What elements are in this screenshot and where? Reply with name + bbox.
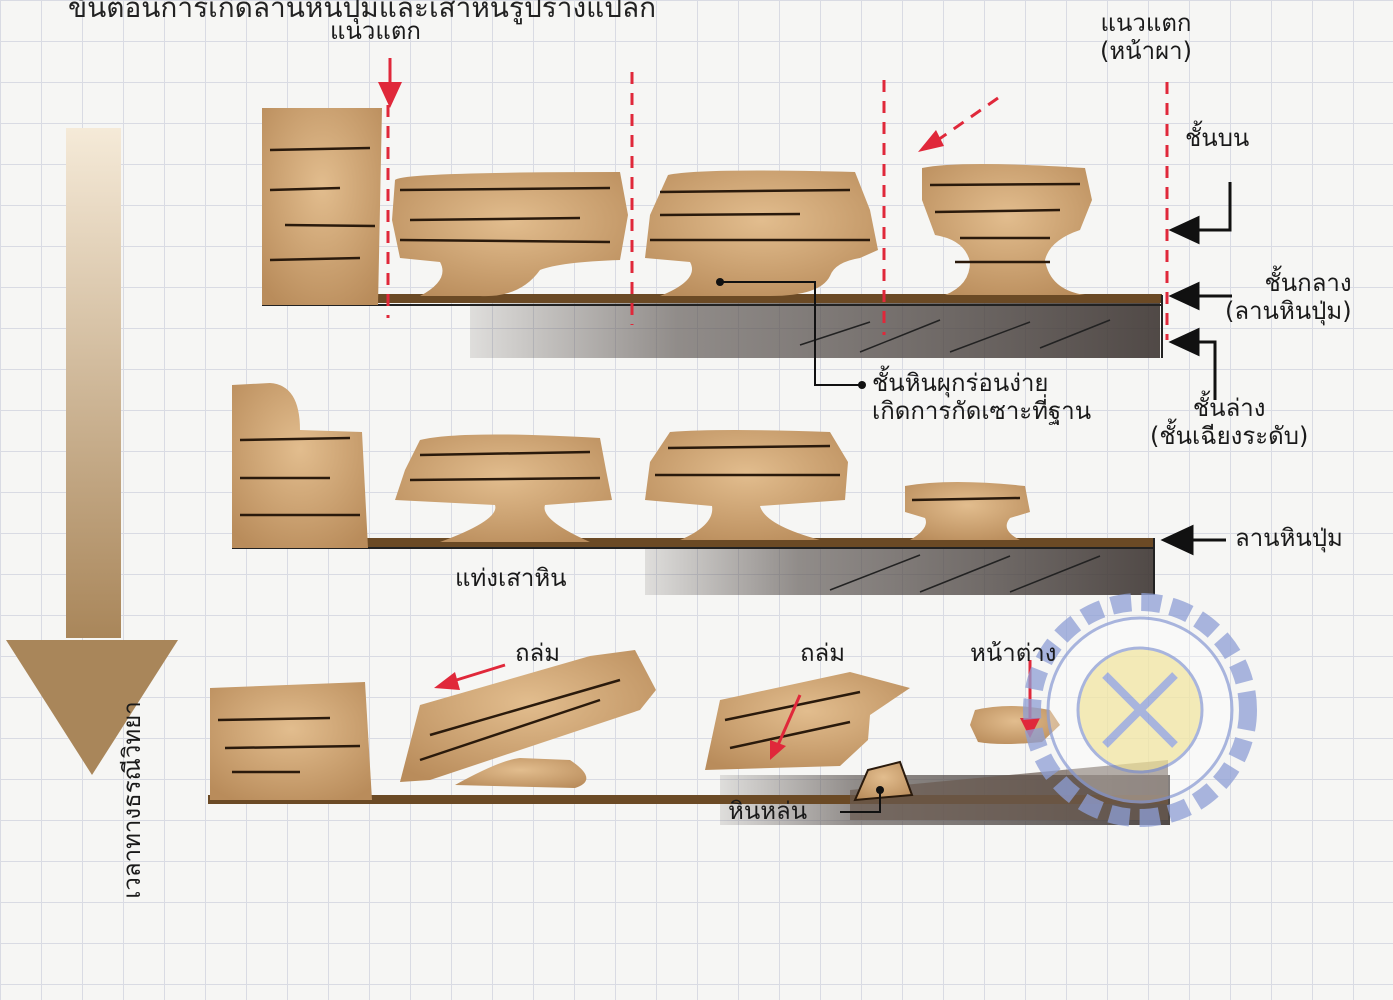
cliff-stage1 <box>262 108 382 305</box>
label-fracture: แนวแตก <box>330 18 421 46</box>
collapsed-rock-2 <box>705 672 910 770</box>
label-upper-layer: ชั้นบน <box>1185 125 1249 153</box>
label-pillar: แท่งเสาหิน <box>455 565 567 593</box>
loose-rock <box>855 762 912 800</box>
time-arrow <box>6 128 178 775</box>
label-pedestal-plain: ลานหินปุ่ม <box>1235 525 1343 553</box>
pedestal-rock-4 <box>395 434 612 542</box>
label-middle-layer: ชั้นกลาง (ลานหินปุ่ม) <box>1225 270 1352 325</box>
lower-layer-stage2 <box>645 545 1155 595</box>
label-fracture-cliff: แนวแตก (หน้าผา) <box>1100 10 1192 65</box>
label-window: หน้าต่าง <box>970 640 1056 668</box>
label-collapse-2: ถล่ม <box>800 640 845 668</box>
label-weak-layer: ชั้นหินผุกร่อนง่าย เกิดการกัดเซาะที่ฐาน <box>872 370 1091 425</box>
label-loose-rock: หินหล่น <box>728 798 807 826</box>
label-collapse-1: ถล่ม <box>515 640 560 668</box>
stage-1 <box>262 58 1232 400</box>
pedestal-rock-6 <box>905 482 1030 540</box>
time-axis-label: เวลาทางธรณีวิทยา <box>112 600 152 1000</box>
stage-3 <box>208 650 1170 825</box>
watermark-seal <box>1032 602 1248 818</box>
cliff-stage2 <box>232 383 368 548</box>
window-rock <box>970 706 1060 744</box>
weathering-arrow <box>918 130 944 152</box>
label-lower-layer: ชั้นล่าง (ชั้นเฉียงระดับ) <box>1150 395 1308 450</box>
cliff-stage3 <box>210 682 372 800</box>
